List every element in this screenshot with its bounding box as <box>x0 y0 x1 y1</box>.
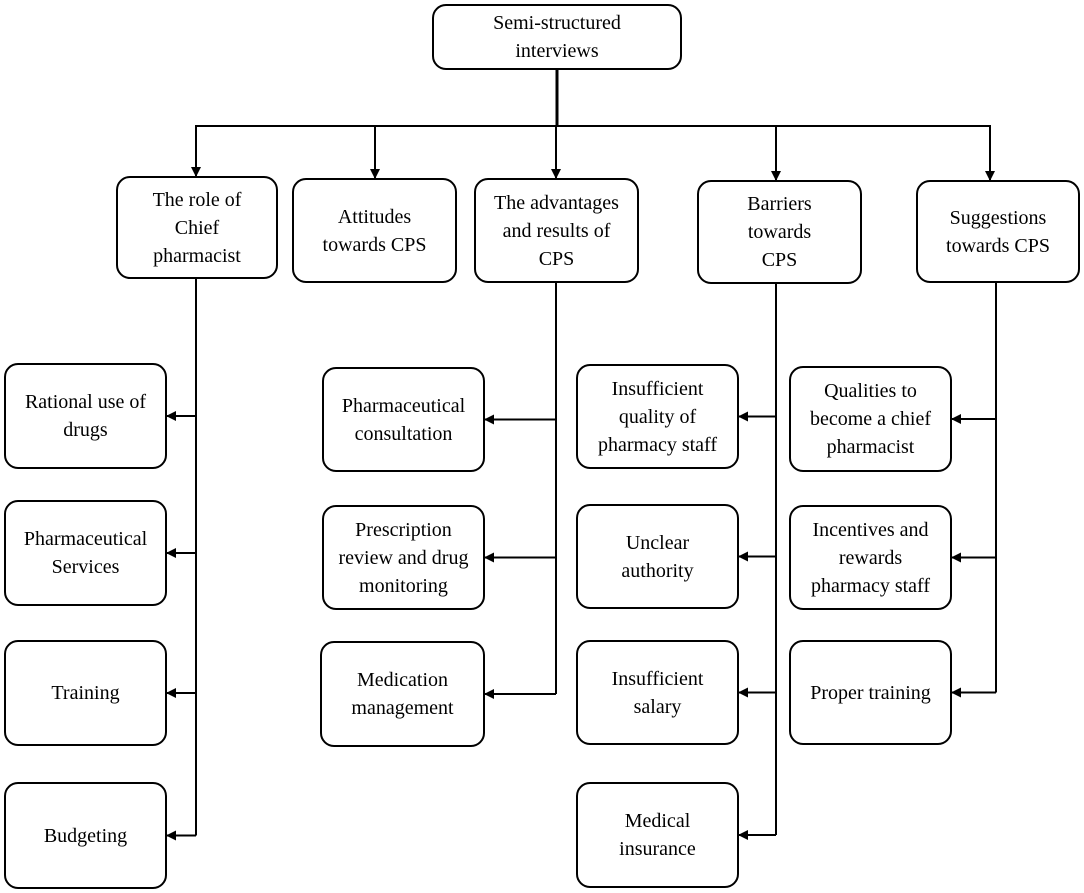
subtheme-node-barriers-4-label: Medical insurance <box>619 807 696 863</box>
subtheme-node-role-1: Rational use of drugs <box>4 363 167 469</box>
subtheme-node-advantages-3: Medication management <box>320 641 485 747</box>
subtheme-node-advantages-1: Pharmaceutical consultation <box>322 367 485 472</box>
subtheme-node-advantages-2-text-line: monitoring <box>359 574 448 597</box>
category-node-role-text-line: pharmacist <box>153 244 241 267</box>
subtheme-node-suggestions-2-text-line: Incentives and <box>812 518 929 541</box>
subtheme-node-barriers-3: Insufficient salary <box>576 640 739 745</box>
subtheme-node-role-4-label: Budgeting <box>44 822 127 850</box>
subtheme-node-role-4: Budgeting <box>4 782 167 889</box>
subtheme-node-role-1-label: Rational use of drugs <box>25 388 146 444</box>
category-node-suggestions-label: Suggestions towards CPS <box>946 204 1050 260</box>
subtheme-node-advantages-2-text-line: review and drug <box>338 546 469 569</box>
subtheme-node-role-4-text-line: Budgeting <box>43 824 128 847</box>
category-node-role: The role of Chief pharmacist <box>116 176 278 279</box>
subtheme-node-role-3: Training <box>4 640 167 746</box>
subtheme-node-role-3-label: Training <box>51 679 119 707</box>
subtheme-node-barriers-1-text-line: pharmacy staff <box>597 433 718 456</box>
category-node-role-text-line: Chief <box>174 216 220 239</box>
subtheme-node-suggestions-2-text-line: pharmacy staff <box>810 574 931 597</box>
category-node-suggestions-text-line: towards CPS <box>946 234 1050 257</box>
subtheme-node-suggestions-1-label: Qualities to become a chief pharmacist <box>810 377 931 461</box>
subtheme-node-role-1-text-line: drugs <box>63 419 108 441</box>
category-node-attitudes: Attitudes towards CPS <box>292 178 457 283</box>
subtheme-node-role-2-text-line: Services <box>51 556 120 578</box>
subtheme-node-advantages-2-text-line: Prescription <box>355 518 452 541</box>
subtheme-node-barriers-2-text-line: Unclear <box>625 531 690 554</box>
subtheme-node-barriers-1: Insufficient quality of pharmacy staff <box>576 364 739 469</box>
subtheme-node-role-2-text-line: Pharmaceutical <box>23 528 148 550</box>
root-node-label: Semi-structured interviews <box>493 9 621 65</box>
subtheme-node-barriers-1-label: Insufficient quality of pharmacy staff <box>598 375 717 459</box>
root-node-text-line: interviews <box>515 40 599 62</box>
subtheme-node-barriers-4-text-line: Medical <box>624 810 691 832</box>
category-node-attitudes-text-line: towards CPS <box>322 233 427 256</box>
category-node-role-text-line: The role of <box>152 188 242 211</box>
subtheme-node-advantages-3-label: Medication management <box>351 666 453 722</box>
subtheme-node-barriers-3-text-line: salary <box>633 695 682 718</box>
subtheme-node-barriers-4: Medical insurance <box>576 782 739 888</box>
subtheme-node-advantages-2-label: Prescription review and drug monitoring <box>339 516 469 600</box>
subtheme-node-suggestions-1-text-line: pharmacist <box>826 436 915 458</box>
subtheme-node-barriers-4-text-line: insurance <box>619 838 696 860</box>
subtheme-node-advantages-3-text-line: Medication <box>356 669 449 691</box>
subtheme-node-barriers-1-text-line: Insufficient <box>611 377 704 400</box>
subtheme-node-suggestions-2-text-line: rewards <box>838 546 903 569</box>
subtheme-node-suggestions-2-label: Incentives and rewards pharmacy staff <box>811 516 930 600</box>
subtheme-node-advantages-1-label: Pharmaceutical consultation <box>342 392 465 448</box>
category-node-barriers-text-line: Barriers <box>747 193 812 215</box>
category-node-barriers-text-line: CPS <box>761 249 798 271</box>
subtheme-node-suggestions-3-label: Proper training <box>810 679 931 707</box>
category-node-advantages-label: The advantages and results of CPS <box>494 189 619 273</box>
subtheme-node-suggestions-1-text-line: become a chief <box>809 408 932 430</box>
category-node-advantages-text-line: CPS <box>538 247 575 270</box>
category-node-attitudes-text-line: Attitudes <box>337 205 412 228</box>
category-node-barriers-text-line: towards <box>747 221 812 243</box>
subtheme-node-suggestions-1-text-line: Qualities to <box>824 380 917 402</box>
subtheme-node-barriers-3-text-line: Insufficient <box>611 667 704 690</box>
category-node-attitudes-label: Attitudes towards CPS <box>323 203 427 259</box>
subtheme-node-suggestions-3: Proper training <box>789 640 952 745</box>
category-node-role-label: The role of Chief pharmacist <box>153 186 242 270</box>
category-node-advantages: The advantages and results of CPS <box>474 178 639 283</box>
category-node-advantages-text-line: The advantages <box>494 191 619 214</box>
root-node: Semi-structured interviews <box>432 4 682 70</box>
subtheme-node-barriers-2-text-line: authority <box>621 559 694 582</box>
category-node-advantages-text-line: and results of <box>502 219 611 242</box>
root-node-text-line: Semi-structured <box>493 12 621 34</box>
category-node-suggestions-text-line: Suggestions <box>949 206 1047 229</box>
subtheme-node-barriers-2: Unclear authority <box>576 504 739 609</box>
subtheme-node-suggestions-2: Incentives and rewards pharmacy staff <box>789 505 952 610</box>
subtheme-node-advantages-3-text-line: management <box>351 697 454 719</box>
subtheme-node-role-1-text-line: Rational use of <box>24 391 147 413</box>
category-node-suggestions: Suggestions towards CPS <box>916 180 1080 283</box>
subtheme-node-advantages-1-text-line: consultation <box>354 422 453 445</box>
subtheme-node-barriers-2-label: Unclear authority <box>621 529 693 585</box>
subtheme-node-barriers-1-text-line: quality of <box>618 405 697 428</box>
subtheme-node-barriers-3-label: Insufficient salary <box>612 665 704 721</box>
subtheme-node-advantages-1-text-line: Pharmaceutical <box>341 394 466 417</box>
subtheme-node-suggestions-1: Qualities to become a chief pharmacist <box>789 366 952 472</box>
subtheme-node-role-3-text-line: Training <box>51 682 120 704</box>
subtheme-node-suggestions-3-text-line: Proper training <box>810 681 931 704</box>
subtheme-node-advantages-2: Prescription review and drug monitoring <box>322 505 485 610</box>
